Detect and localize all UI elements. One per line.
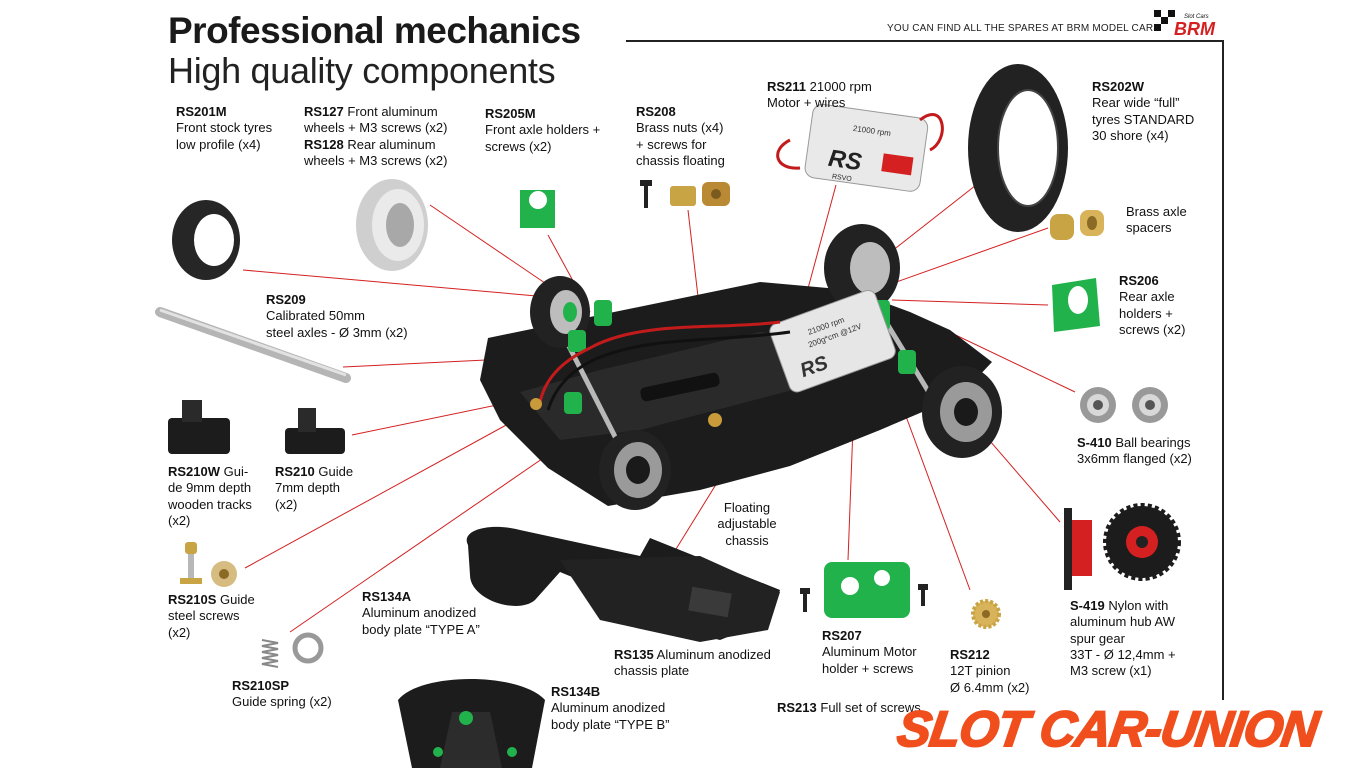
steel-axle-rs209 <box>155 307 351 383</box>
ball-bearings-s410 <box>1080 387 1168 423</box>
label-rs127: RS127 Front aluminum wheels + M3 screws … <box>304 104 448 136</box>
header-divider <box>626 40 1224 42</box>
guide-rs210 <box>285 408 345 454</box>
brm-logo: Slot Cars BRM <box>1154 10 1216 38</box>
slotcar-union-watermark: SLOT CAR-UNION <box>893 700 1322 758</box>
body-plate-rs134b <box>398 679 545 768</box>
pinion-rs212 <box>971 599 1001 629</box>
label-rs135: RS135 Aluminum anodized chassis plate <box>614 647 771 679</box>
label-s410: S-410 Ball bearings 3x6mm flanged (x2) <box>1077 435 1192 467</box>
label-floating-chassis: Floating adjustable chassis <box>717 500 777 548</box>
label-rs210w: RS210W Gui- de 9mm depth wooden tracks (… <box>168 464 252 528</box>
label-rs128: RS128 Rear aluminum wheels + M3 screws (… <box>304 137 448 169</box>
spares-note: YOU CAN FIND ALL THE SPARES AT BRM MODEL… <box>887 23 1161 34</box>
right-divider <box>1222 40 1224 700</box>
brass-nuts-rs208 <box>640 180 730 208</box>
front-tyre-rs201m <box>172 200 240 280</box>
brass-axle-spacers <box>1050 210 1104 240</box>
motor-holder-rs207 <box>800 562 928 618</box>
front-left-wheel <box>530 276 590 348</box>
front-axle-holder-rs205m <box>520 190 555 228</box>
label-rs213: RS213 Full set of screws <box>777 700 921 715</box>
rear-left-wheel <box>824 224 900 312</box>
chassis-plate-rs135 <box>560 556 780 642</box>
aluminum-wheel-rs127 <box>356 179 428 271</box>
guide-screws-rs210s <box>180 542 237 587</box>
rear-axle-holder-rs206 <box>1052 278 1100 332</box>
motor-brand-sub: RSVO <box>832 173 853 183</box>
page-subtitle: High quality components <box>168 50 556 91</box>
guide-spring-rs210sp <box>261 632 324 668</box>
label-rs210: RS210 Guide 7mm depth (x2) <box>275 464 354 512</box>
spur-gear-s419 <box>1064 503 1181 590</box>
label-s419: S-419 Nylon with aluminum hub AW spur ge… <box>1070 598 1176 679</box>
page-title: Professional mechanics <box>168 10 581 51</box>
rear-right-wheel <box>922 366 1002 458</box>
brm-logo-small: Slot Cars <box>1184 14 1209 20</box>
label-rs210s: RS210S Guide steel screws (x2) <box>168 592 255 640</box>
label-rs211: RS211 21000 rpm Motor + wires <box>767 79 872 111</box>
motor-rs211: 21000 rpm RS RSVO <box>804 103 929 192</box>
label-brass-axle-spacers: Brass axle spacers <box>1126 204 1187 236</box>
rear-tyre-rs202w <box>968 64 1068 232</box>
guide-rs210w <box>168 400 230 454</box>
chassis-motor: 21000 rpm 200g*cm @12V RS <box>769 289 896 393</box>
front-right-wheel <box>599 430 671 510</box>
brm-logo-text: BRM <box>1174 19 1216 38</box>
motor-brand-print: RS <box>827 145 864 176</box>
